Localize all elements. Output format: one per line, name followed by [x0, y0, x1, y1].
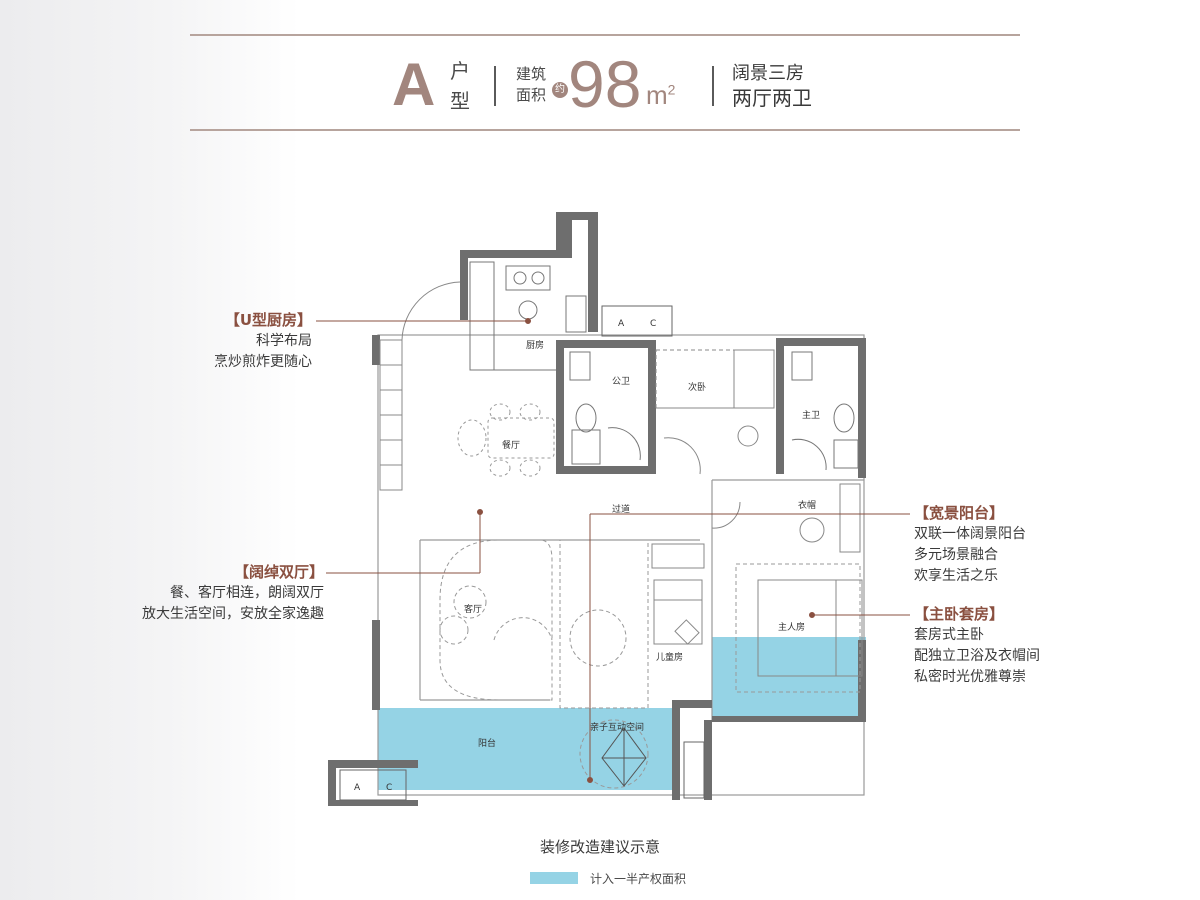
ac-label-a-bottom: A: [354, 783, 361, 793]
legend-label: 计入一半产权面积: [590, 872, 687, 886]
room-label-second-bedroom: 次卧: [688, 381, 706, 393]
callout-living-line2: 放大生活空间，安放全家逸趣: [142, 606, 324, 622]
header-top-rule: [190, 34, 1020, 36]
callout-balcony-line2: 多元场景融合: [914, 547, 998, 563]
callout-balcony-line3: 欢享生活之乐: [914, 568, 998, 584]
area-label: 建筑 面积: [516, 64, 556, 106]
approx-badge: 约: [552, 82, 568, 98]
master-half-area: [712, 637, 866, 720]
callout-master: 【主卧套房】 套房式主卧 配独立卫浴及衣帽间 私密时光优雅尊崇: [914, 604, 1040, 688]
room-label-family-space: 亲子互动空间: [590, 721, 644, 733]
ac-unit-top: [601, 305, 673, 337]
area-unit-sup: 2: [667, 81, 676, 98]
room-label-kitchen: 厨房: [526, 339, 544, 351]
header-divider-2: [712, 66, 714, 106]
callout-balcony-title: 【宽景阳台】: [914, 504, 1005, 522]
room-label-public-bath: 公卫: [612, 376, 630, 387]
unit-type-letter: A: [392, 51, 436, 118]
callout-balcony-line1: 双联一体阔景阳台: [914, 526, 1026, 542]
callout-kitchen-line1: 科学布局: [256, 333, 312, 349]
room-label-corridor: 过道: [612, 503, 630, 515]
ac-unit-bottom: [339, 769, 407, 801]
room-label-kids-room: 儿童房: [656, 651, 683, 663]
unit-description: 阔景三房 两厅两卫: [732, 62, 812, 110]
renovation-note: 装修改造建议示意: [539, 838, 660, 856]
area-label-line1: 建筑: [516, 65, 547, 83]
area-value: 98: [568, 47, 642, 121]
room-label-master-room: 主人房: [778, 621, 805, 633]
area-unit: m2: [646, 80, 675, 111]
callout-master-line2: 配独立卫浴及衣帽间: [914, 648, 1040, 664]
callout-master-line3: 私密时光优雅尊崇: [914, 669, 1026, 685]
header-divider: [494, 66, 496, 106]
ac-label-a-top: A: [618, 319, 625, 329]
kitchen-top-wall: [460, 250, 560, 258]
apartment-outline: [377, 334, 865, 796]
desc-line1: 阔景三房: [732, 63, 804, 84]
room-label-balcony: 阳台: [478, 737, 496, 749]
left-gradient-panel: [0, 0, 300, 900]
legend-swatch: [530, 872, 578, 884]
room-label-living: 客厅: [464, 603, 482, 615]
callout-balcony: 【宽景阳台】 双联一体阔景阳台 多元场景融合 欢享生活之乐: [914, 503, 1026, 587]
ac-label-c-top: C: [650, 319, 656, 329]
area-unit-base: m: [646, 80, 668, 110]
callout-master-title: 【主卧套房】: [914, 605, 1005, 623]
room-label-dining: 餐厅: [502, 439, 520, 451]
room-label-wardrobe: 衣帽: [798, 499, 816, 511]
callout-master-line1: 套房式主卧: [914, 627, 984, 643]
callout-kitchen-line2: 烹炒煎炸更随心: [214, 354, 312, 370]
callout-living: 【阔绰双厅】 餐、客厅相连，朗阔双厅 放大生活空间，安放全家逸趣: [142, 562, 324, 625]
ac-label-c-bottom: C: [386, 783, 392, 793]
callout-living-line1: 餐、客厅相连，朗阔双厅: [170, 585, 324, 601]
header-bottom-rule: [190, 129, 1020, 131]
callout-living-title: 【阔绰双厅】: [233, 563, 324, 581]
balcony-half-area: [378, 708, 672, 790]
room-label-master-bath: 主卫: [802, 409, 820, 421]
callout-kitchen: 【U型厨房】 科学布局 烹炒煎炸更随心: [214, 310, 312, 373]
area-label-line2: 面积: [516, 86, 547, 104]
desc-line2: 两厅两卫: [732, 86, 812, 110]
unit-type-label: 户型: [450, 59, 470, 113]
callout-kitchen-title: 【U型厨房】: [224, 311, 312, 329]
